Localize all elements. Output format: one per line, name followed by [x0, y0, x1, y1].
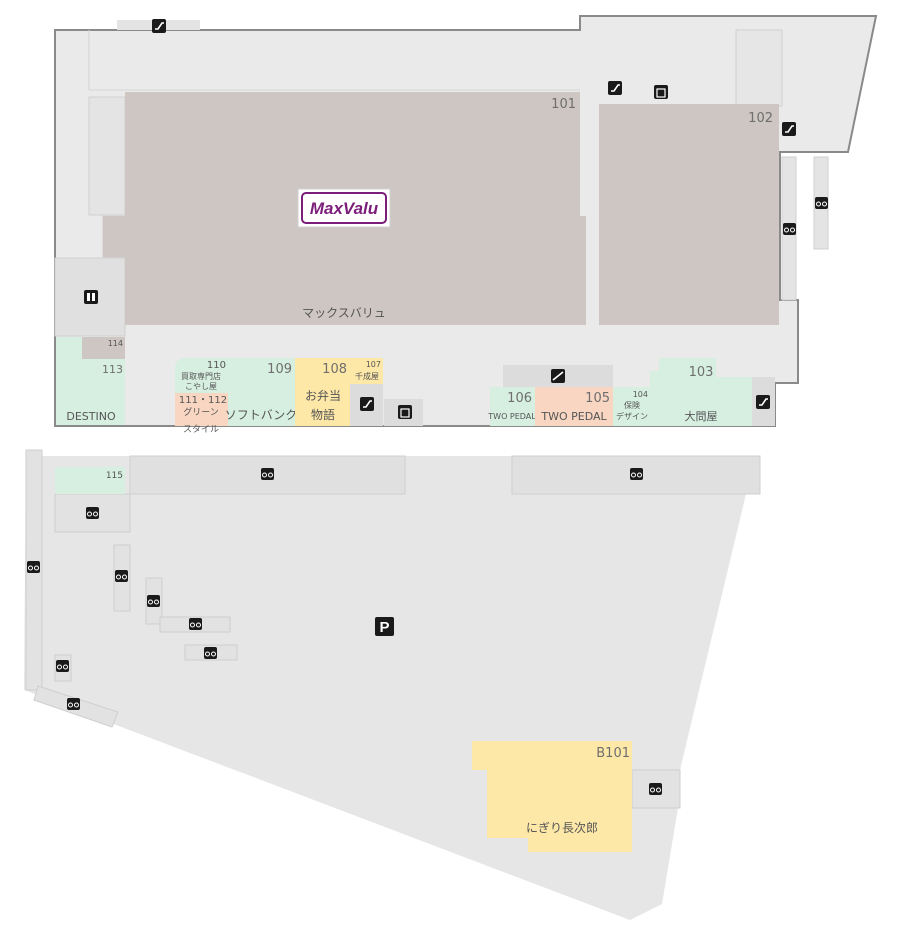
- store-number: 113: [102, 363, 123, 376]
- store-number: 105: [585, 391, 610, 406]
- store-name-line-1: グリーン: [183, 406, 219, 418]
- bicycle-parking-icon: [783, 223, 796, 235]
- store-number: 114: [108, 339, 123, 348]
- store-name-line-2: デザイン: [616, 411, 648, 421]
- store-name: マックスバリュ: [302, 306, 386, 320]
- store-number: 107: [366, 360, 381, 369]
- escalator-icon: [152, 19, 166, 33]
- store-103[interactable]: 103 大問屋: [650, 358, 752, 426]
- store-110[interactable]: 110 買取専門店 こやし屋: [175, 358, 228, 393]
- store-103-area: [650, 358, 752, 426]
- escalator-icon: [360, 397, 374, 411]
- store-109[interactable]: 109 ソフトバンク: [225, 358, 298, 426]
- store-111-112[interactable]: 111・112 グリーン スタイル: [175, 393, 228, 435]
- store-name: ソフトバンク: [225, 408, 298, 422]
- bicycle-parking-icon: [189, 618, 202, 630]
- store-106[interactable]: 106 TWO PEDAL: [487, 387, 536, 426]
- store-115[interactable]: 114: [82, 337, 125, 359]
- store-name: 大問屋: [685, 409, 718, 423]
- store-108[interactable]: 108 お弁当 物語: [295, 358, 350, 426]
- store-number: 103: [689, 365, 714, 380]
- store-107[interactable]: 107 千成屋: [350, 358, 383, 384]
- maxvalu-logo-inner: [301, 192, 387, 224]
- bicycle-parking-icon: [115, 570, 128, 582]
- bicycle-parking-icon: [204, 647, 217, 659]
- slope-icon: [551, 369, 565, 383]
- store-number: 111・112: [179, 395, 227, 406]
- store-104-area: [613, 387, 650, 426]
- bicycle-parking-icon: [27, 561, 40, 573]
- parking-icon: P: [375, 617, 394, 636]
- escalator-icon: [782, 122, 796, 136]
- store-name: TWO PEDAL: [540, 410, 607, 423]
- parking-sign-label: P: [379, 619, 389, 636]
- store-number: 110: [207, 360, 226, 371]
- store-name: 千成屋: [355, 371, 379, 381]
- store-109-area: [228, 358, 295, 426]
- parking-lot-area: [24, 450, 760, 920]
- escalator-icon: [608, 81, 622, 95]
- parking-lot: [24, 449, 761, 920]
- bicycle-parking-icon: [147, 595, 160, 607]
- store-name-line-2: 物語: [311, 407, 335, 422]
- restroom-icon: [84, 290, 98, 304]
- store-number: B101: [596, 746, 630, 761]
- store-number: 115: [106, 471, 123, 481]
- store-name-line-2: こやし屋: [185, 382, 217, 391]
- store-name: DESTINO: [66, 410, 116, 423]
- store-114[interactable]: 115: [55, 467, 125, 494]
- store-name: にぎり長次郎: [526, 821, 598, 835]
- store-105[interactable]: 105 TWO PEDAL: [535, 387, 613, 426]
- elevator-icon: [398, 405, 412, 419]
- store-number: 109: [267, 362, 292, 377]
- store-101[interactable]: 101 MaxValu マックスバリュ: [103, 92, 586, 325]
- store-106-area: [490, 387, 535, 426]
- store-114-area: [55, 467, 125, 494]
- bicycle-parking-icon: [86, 507, 99, 519]
- store-B101[interactable]: B101 にぎり長次郎: [472, 741, 632, 852]
- store-name-line-1: 買取専門店: [181, 371, 221, 381]
- store-B101-area: [472, 741, 632, 852]
- store-number: 102: [748, 111, 773, 126]
- bicycle-parking-icon: [261, 468, 274, 480]
- store-113[interactable]: 113 DESTINO: [56, 337, 125, 425]
- maxvalu-logo-text: MaxValu: [310, 199, 379, 218]
- store-name-line-1: 保険: [624, 400, 640, 410]
- bicycle-parking-icon: [56, 660, 69, 672]
- store-104[interactable]: 104 保険 デザイン: [613, 387, 650, 426]
- store-number: 104: [633, 390, 648, 399]
- store-name-line-1: お弁当: [305, 388, 341, 403]
- store-102-area: [599, 104, 779, 325]
- store-113-area: [56, 337, 125, 425]
- store-number: 101: [551, 97, 576, 112]
- store-name: TWO PEDAL: [487, 412, 536, 421]
- bicycle-parking-icon: [630, 468, 643, 480]
- store-111-area: [175, 393, 228, 426]
- upper-right-room: [735, 29, 783, 107]
- left-room-a: [88, 96, 126, 216]
- store-107-area: [350, 358, 383, 384]
- store-105-area: [535, 387, 613, 426]
- store-name-line-2: スタイル: [183, 424, 219, 435]
- elevator-icon: [654, 85, 668, 99]
- bicycle-parking-icon: [67, 698, 80, 710]
- escalator-icon: [756, 395, 770, 409]
- store-number: 106: [507, 391, 532, 406]
- store-number: 108: [322, 362, 347, 377]
- store-102[interactable]: 102: [599, 104, 779, 325]
- store-108-area: [295, 358, 350, 426]
- bicycle-parking-icon: [815, 197, 828, 209]
- store-110-area: [175, 358, 228, 393]
- bicycle-parking-icon: [649, 783, 662, 795]
- store-115-area: [82, 337, 125, 359]
